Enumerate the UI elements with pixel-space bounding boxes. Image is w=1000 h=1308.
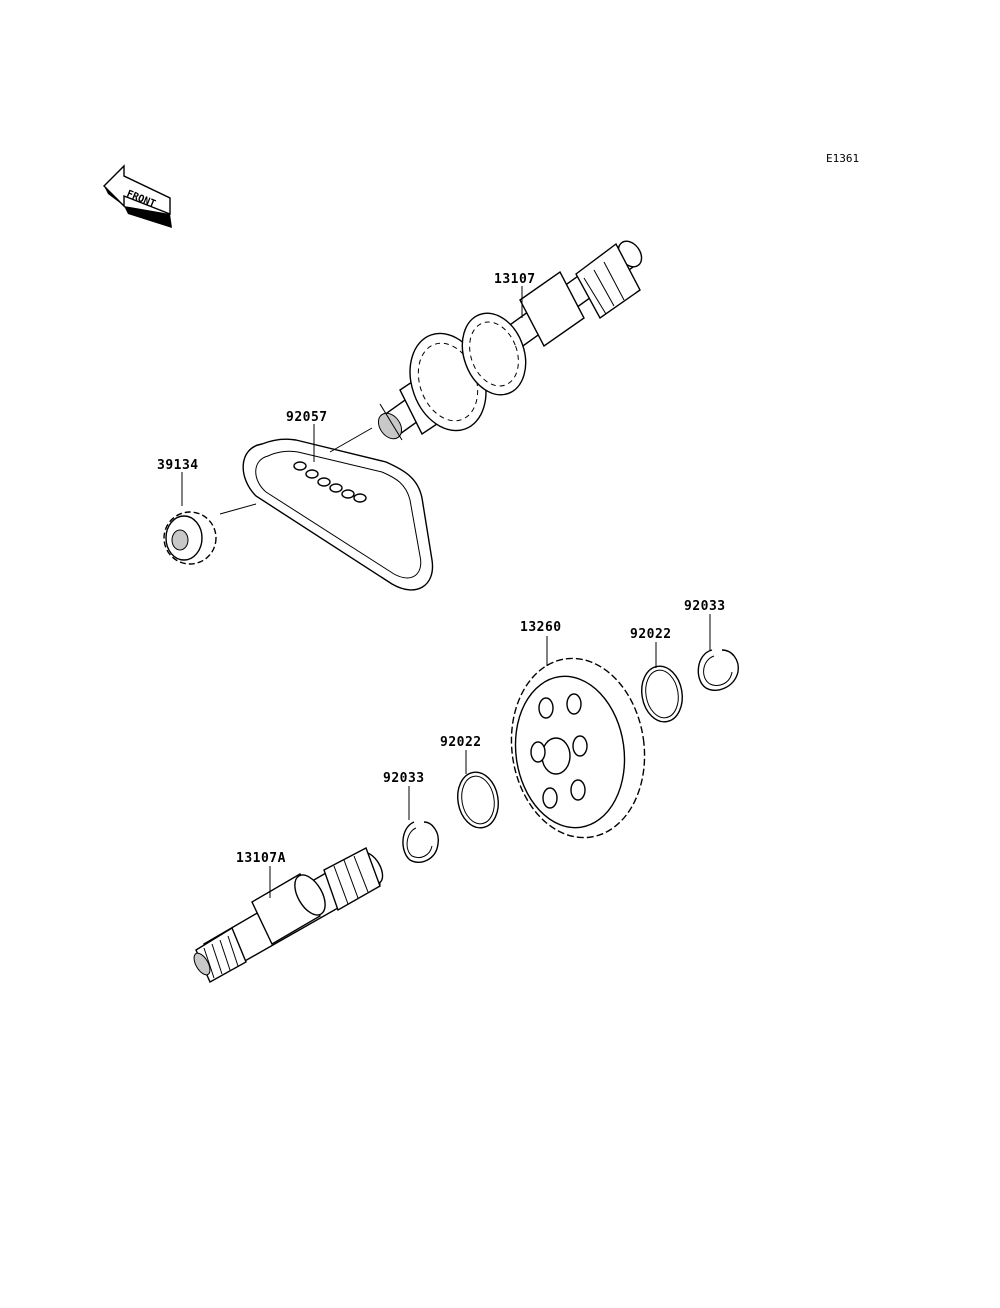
leader-92057-axis	[329, 427, 373, 453]
part-label-13260: 13260	[520, 620, 562, 635]
leader-39134-axis	[219, 503, 257, 515]
large-gear-13260	[510, 657, 646, 839]
lower-shaft-13107A	[193, 847, 384, 983]
part-label-92022-lower: 92022	[440, 735, 482, 750]
chain-links	[293, 461, 367, 503]
part-label-92022-upper: 92022	[630, 627, 672, 642]
drive-chain-92057	[242, 438, 434, 591]
part-label-92033-lower: 92033	[383, 771, 425, 786]
part-label-92033-upper: 92033	[684, 599, 726, 614]
washer-92022-upper	[641, 665, 683, 723]
front-arrow-icon: FRONT	[103, 164, 172, 228]
sprocket-39134	[163, 511, 217, 565]
upper-shaft-13107	[377, 240, 643, 441]
part-label-92057: 92057	[286, 410, 328, 425]
washer-92022-lower	[457, 771, 499, 829]
part-label-13107: 13107	[494, 272, 536, 287]
part-label-13107A: 13107A	[236, 851, 286, 866]
part-label-39134: 39134	[157, 458, 199, 473]
circlip-92033-lower	[402, 821, 439, 863]
circlip-92033-upper	[697, 649, 739, 691]
gear-teeth-b	[461, 312, 527, 396]
diagram-ref-code: E1361	[826, 152, 859, 165]
